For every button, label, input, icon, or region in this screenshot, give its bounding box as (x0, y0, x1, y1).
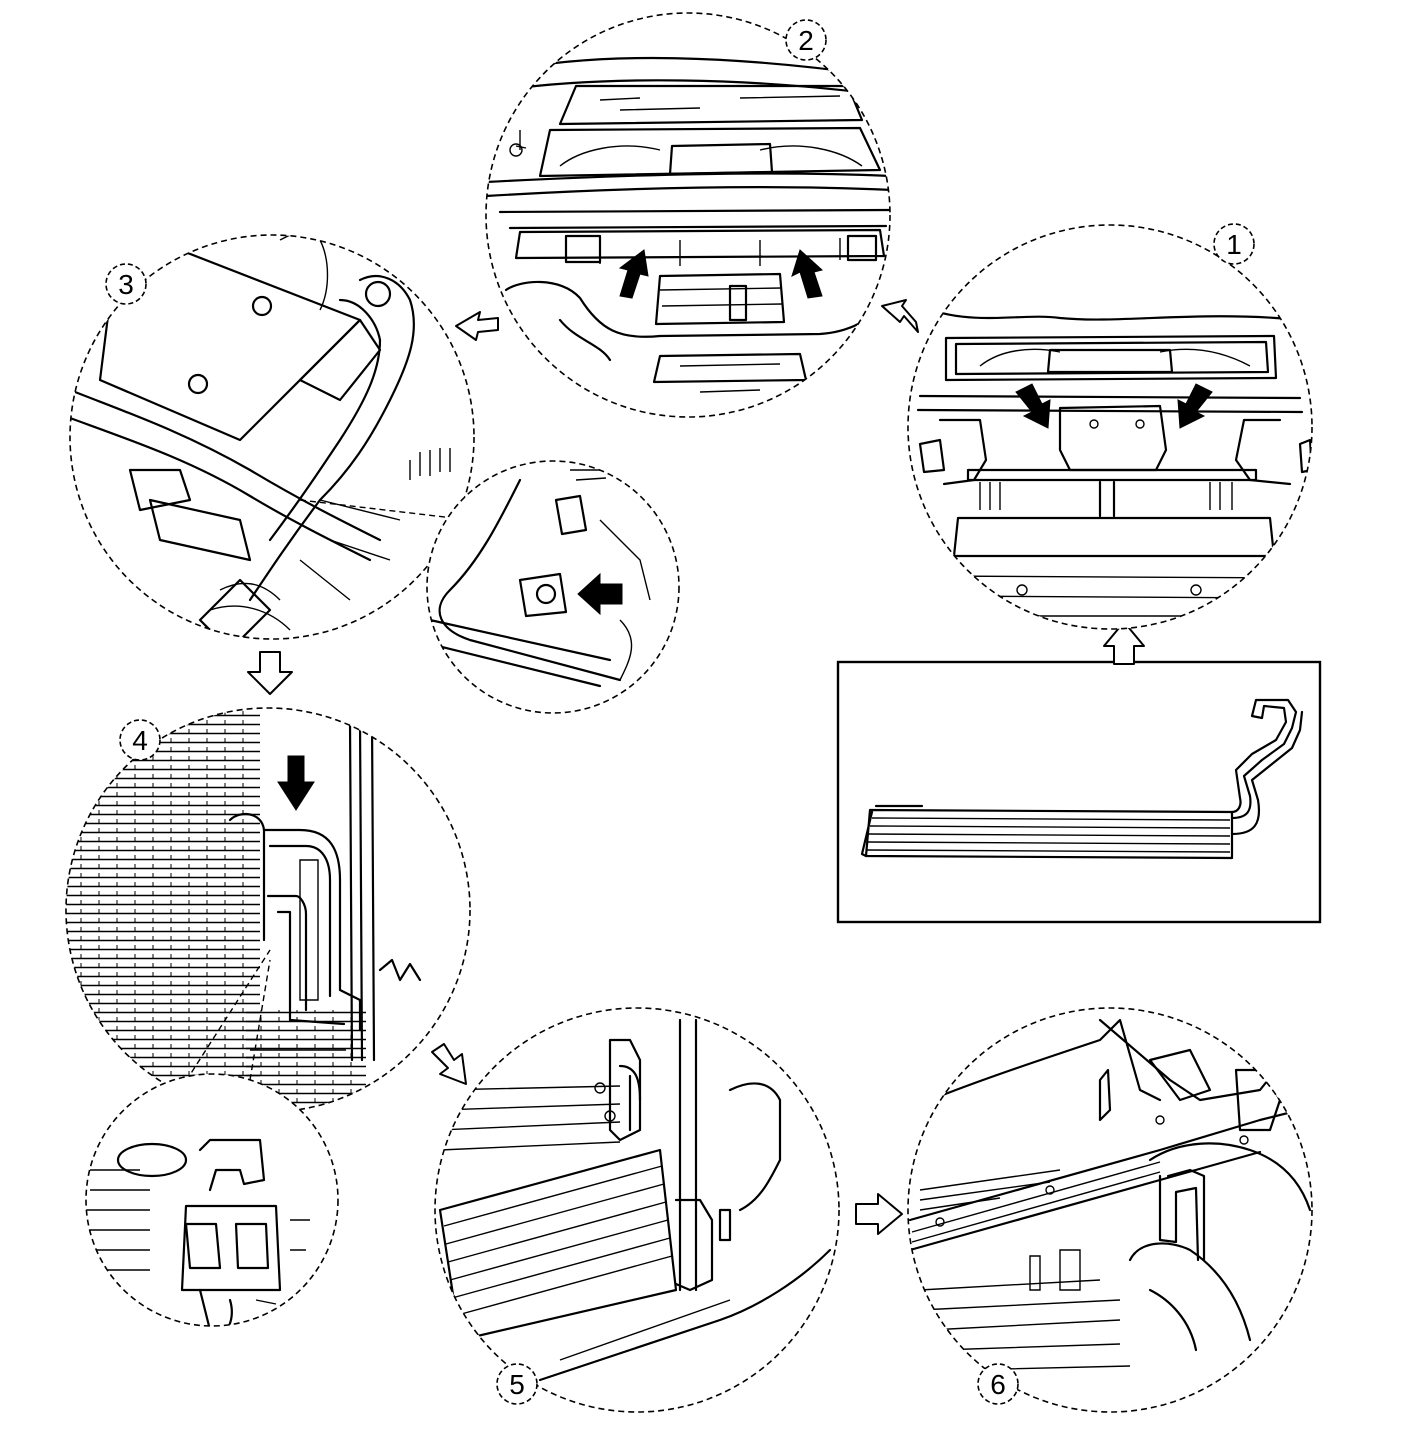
solid-arrow-icon (791, 249, 824, 299)
step-3-detail-view (299, 460, 680, 714)
step-6-view: 6 (907, 1007, 1313, 1413)
step-6-badge: 6 (977, 1363, 1019, 1405)
solid-arrow-icon (1015, 383, 1051, 429)
step-2-view: 2 (485, 12, 891, 418)
hollow-arrow-down-right-icon (431, 1043, 467, 1085)
step-4-label: 4 (132, 725, 148, 756)
step-6-label: 6 (990, 1369, 1006, 1400)
solid-arrow-icon (577, 572, 623, 616)
step-1-view: 1 (907, 223, 1313, 630)
hollow-arrow-left-icon (455, 311, 499, 341)
step-2-badge: 2 (785, 19, 827, 61)
step-4-view: 4 (65, 707, 471, 1113)
step-2-label: 2 (798, 25, 814, 56)
hollow-arrow-right-icon (855, 1193, 903, 1235)
hollow-arrow-left-icon (881, 299, 919, 333)
step-3-badge: 3 (105, 263, 147, 305)
step-1-label: 1 (1226, 229, 1242, 260)
hollow-arrow-up-icon (1103, 621, 1145, 665)
solid-arrow-icon (1177, 383, 1213, 429)
step-3-view: 3 (69, 234, 475, 640)
step-5-badge: 5 (496, 1363, 538, 1405)
step-3-label: 3 (118, 269, 134, 300)
step-5-label: 5 (509, 1369, 525, 1400)
hollow-arrow-down-icon (247, 651, 293, 695)
step-4-badge: 4 (119, 719, 161, 761)
step-5-view: 5 (434, 1007, 840, 1413)
oil-cooler-part (860, 698, 1304, 860)
step-1-badge: 1 (1213, 223, 1255, 265)
step-4-detail-view (85, 949, 339, 1327)
solid-arrow-icon (277, 755, 315, 811)
component-panel (836, 660, 1322, 924)
solid-arrow-icon (618, 249, 649, 299)
